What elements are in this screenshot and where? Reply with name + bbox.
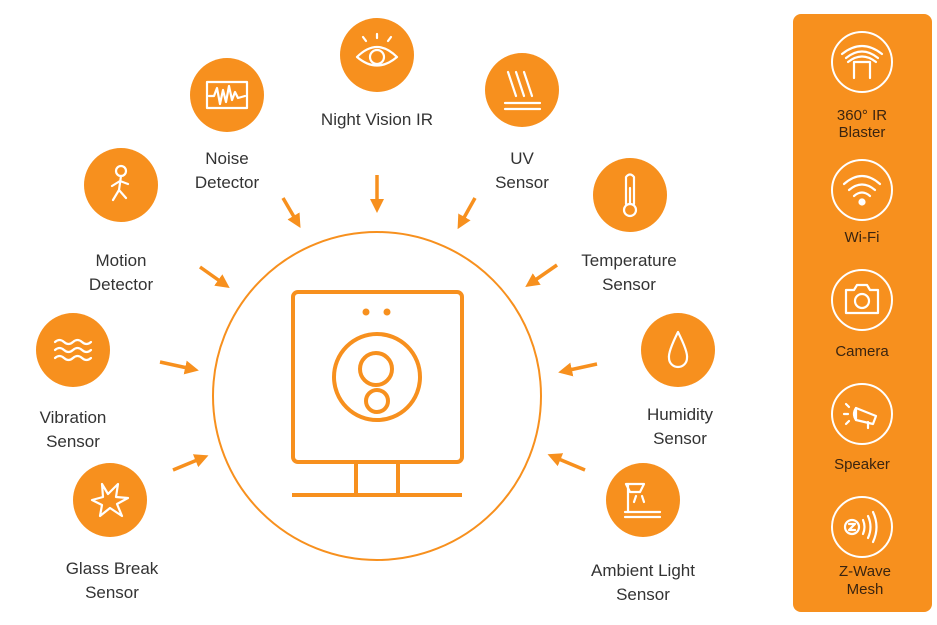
feature-label: Blaster (839, 124, 886, 141)
z-wave-icon (843, 510, 878, 544)
arrow (547, 453, 586, 472)
sensor-humidity: Humidity Sensor (641, 313, 715, 448)
arrows (159, 175, 598, 472)
arrow (172, 454, 209, 472)
sensor-noise: Noise Detector (190, 58, 264, 192)
sensor-ambient-light: Ambient Light Sensor (591, 463, 695, 604)
sensor-glass-break: Glass Break Sensor (66, 463, 159, 602)
features-panel: 360° IR Blaster Wi-Fi Camera Speaker (793, 14, 932, 612)
arrow (159, 360, 199, 375)
sensor-label: Sensor (46, 432, 100, 451)
sensor-label: Sensor (85, 583, 139, 602)
device-ring (212, 231, 542, 561)
sensor-motion: Motion Detector (84, 148, 158, 294)
eye-icon (355, 32, 399, 67)
sensor-label: Ambient Light (591, 561, 695, 580)
arrow (525, 263, 558, 287)
sensor-label: Sensor (616, 585, 670, 604)
sensor-label: Motion (95, 251, 146, 270)
feature-label: 360° IR (837, 107, 887, 124)
sensor-label: Sensor (602, 275, 656, 294)
central-device (212, 231, 542, 561)
droplet-icon (667, 330, 689, 369)
sensor-label: Temperature (581, 251, 676, 270)
feature-ir-blaster: 360° IR Blaster (831, 31, 893, 141)
uv-rays-icon (503, 70, 542, 111)
sensor-label: Noise (205, 149, 248, 168)
arrow (281, 197, 301, 229)
arrow (198, 265, 230, 289)
thermometer-icon (622, 173, 638, 218)
feature-label: Speaker (834, 456, 890, 473)
sensor-label: Glass Break (66, 559, 159, 578)
walking-person-icon (110, 164, 130, 202)
sensor-label: Detector (195, 173, 260, 192)
sensor-label: Detector (89, 275, 154, 294)
shatter-icon (90, 482, 130, 518)
sensor-night-vision: Night Vision IR (321, 18, 433, 129)
feature-z-wave: Z-Wave Mesh (831, 496, 893, 598)
sensor-uv: UV Sensor (485, 53, 559, 192)
feature-label: Z-Wave (839, 563, 891, 580)
camera-device-icon (291, 290, 464, 497)
sensor-label: Vibration (40, 408, 107, 427)
feature-camera: Camera (831, 269, 893, 360)
waves-icon (53, 338, 93, 362)
feature-wifi: Wi-Fi (831, 159, 893, 246)
wifi-icon (842, 174, 882, 206)
speaker-icon (842, 402, 878, 430)
feature-label: Mesh (847, 581, 884, 598)
sensor-label: UV (510, 149, 534, 168)
lamp-icon (623, 482, 662, 519)
sensor-label: Night Vision IR (321, 110, 433, 129)
sensor-vibration: Vibration Sensor (36, 313, 110, 451)
sensor-label: Humidity (647, 405, 714, 424)
arrow (558, 362, 598, 377)
feature-label: Wi-Fi (845, 229, 880, 246)
sensor-label: Sensor (495, 173, 549, 192)
sensor-temperature: Temperature Sensor (581, 158, 677, 294)
feature-speaker: Speaker (831, 383, 893, 473)
ir-blaster-icon (840, 44, 884, 80)
arrow (457, 197, 477, 230)
waveform-icon (205, 80, 249, 110)
camera-icon (844, 283, 880, 315)
sensor-label: Sensor (653, 429, 707, 448)
feature-label: Camera (835, 343, 889, 360)
